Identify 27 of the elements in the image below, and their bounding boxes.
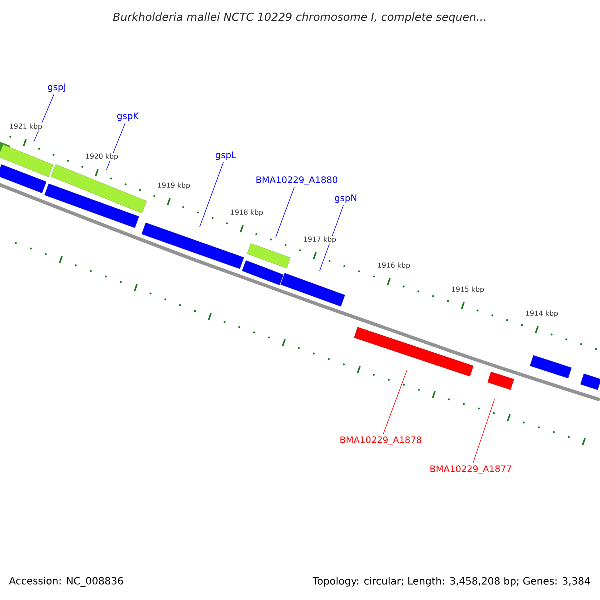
- gene-bar: [247, 244, 291, 268]
- gene-bar: [44, 184, 140, 228]
- gene-label: gspN: [335, 194, 357, 204]
- gene-bar: [580, 374, 600, 390]
- footer-text: Topology: circular; Length: 3,458,208 bp; Genes: 3,384: [312, 577, 590, 587]
- title: Burkholderia mallei NCTC 10229 chromosome I, complete sequen...: [113, 12, 486, 24]
- leader-line: [320, 205, 344, 272]
- gene-label: BMA10229_A1877: [430, 466, 512, 474]
- leader-line: [276, 187, 295, 238]
- gene-bar: [530, 355, 572, 379]
- footer-text: Accession: NC_008836: [9, 577, 124, 587]
- gene-bar: [242, 260, 284, 286]
- gene-label: BMA10229_A1880: [256, 176, 338, 186]
- gene-bar: [50, 164, 148, 214]
- gene-label: gspL: [216, 152, 237, 160]
- gene-label: BMA10229_A1878: [340, 436, 422, 446]
- gene-bar: [354, 327, 474, 377]
- gene-bar: [488, 372, 514, 390]
- gene-label: gspJ: [48, 84, 66, 92]
- leader-line: [472, 399, 496, 464]
- leader-line: [383, 370, 408, 435]
- gene-bar: [280, 273, 346, 307]
- leader-line: [200, 162, 224, 228]
- gene-bar: [0, 144, 54, 178]
- gene-bar: [0, 164, 47, 194]
- gene-bar: [142, 222, 244, 270]
- gene-label: gspK: [118, 112, 140, 122]
